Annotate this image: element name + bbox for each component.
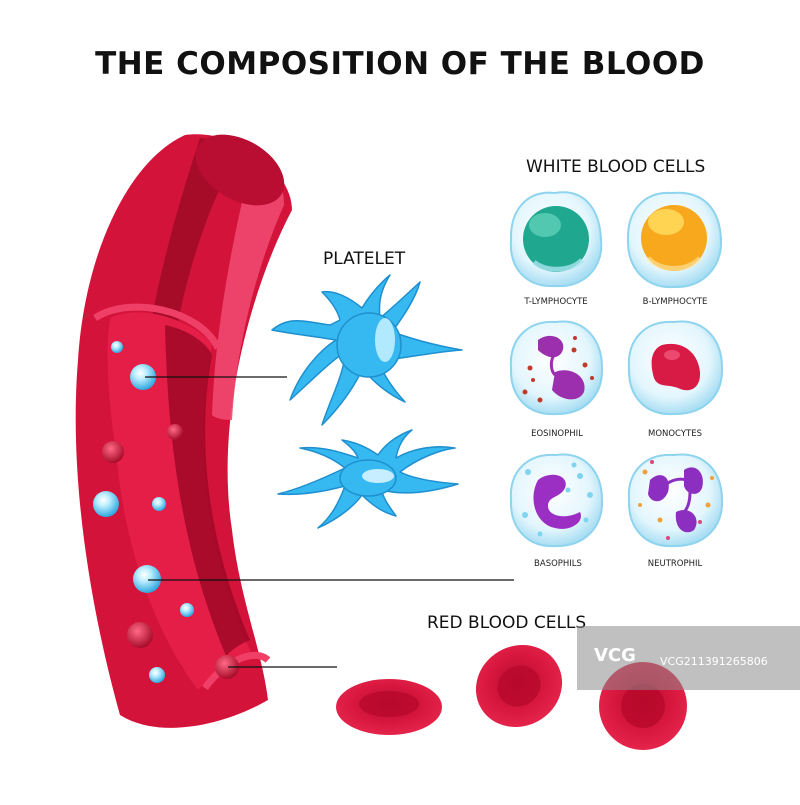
b-lymphocyte-label: B-LYMPHOCYTE (642, 297, 708, 307)
watermark-overlay (577, 626, 800, 690)
eosinophil-cell (509, 320, 604, 416)
vessel-platelet-particle (111, 341, 123, 353)
b-lymphocyte-cell (626, 191, 723, 289)
eosinophil-label: EOSINOPHIL (531, 429, 583, 439)
red-blood-cell-tilted (475, 644, 563, 728)
red-blood-cell-side (336, 679, 442, 735)
red-blood-cells-label: RED BLOOD CELLS (427, 613, 587, 633)
vessel-red-particle (127, 622, 153, 648)
monocytes-label: MONOCYTES (647, 429, 702, 439)
blood-vessel (75, 134, 293, 728)
basophils-label: BASOPHILS (534, 559, 582, 569)
vessel-red-particle (215, 655, 239, 679)
monocyte-cell (627, 320, 724, 416)
basophil-cell (509, 453, 604, 548)
vessel-platelet-particle (130, 364, 156, 390)
neutrophil-label: NEUTROPHIL (647, 559, 703, 569)
vessel-red-particle (167, 424, 183, 440)
platelet-label: PLATELET (323, 249, 406, 269)
t-lymphocyte-label: T-LYMPHOCYTE (524, 297, 588, 307)
vessel-platelet-particle (149, 667, 165, 683)
watermark-id: VCG211391265806 (660, 655, 768, 668)
platelet-activated (271, 274, 463, 426)
white-blood-cells-label: WHITE BLOOD CELLS (526, 157, 706, 177)
vessel-red-particle (102, 441, 124, 463)
t-lymphocyte-cell (509, 191, 603, 288)
vessel-platelet-particle (93, 491, 119, 517)
vessel-platelet-particle (180, 603, 194, 617)
page-title: THE COMPOSITION OF THE BLOOD (95, 46, 705, 82)
vessel-platelet-particle (133, 565, 161, 593)
watermark-brand: VCG (594, 645, 636, 666)
vessel-platelet-particle (152, 497, 166, 511)
platelet-spread (277, 429, 459, 529)
neutrophil-cell (627, 453, 724, 548)
